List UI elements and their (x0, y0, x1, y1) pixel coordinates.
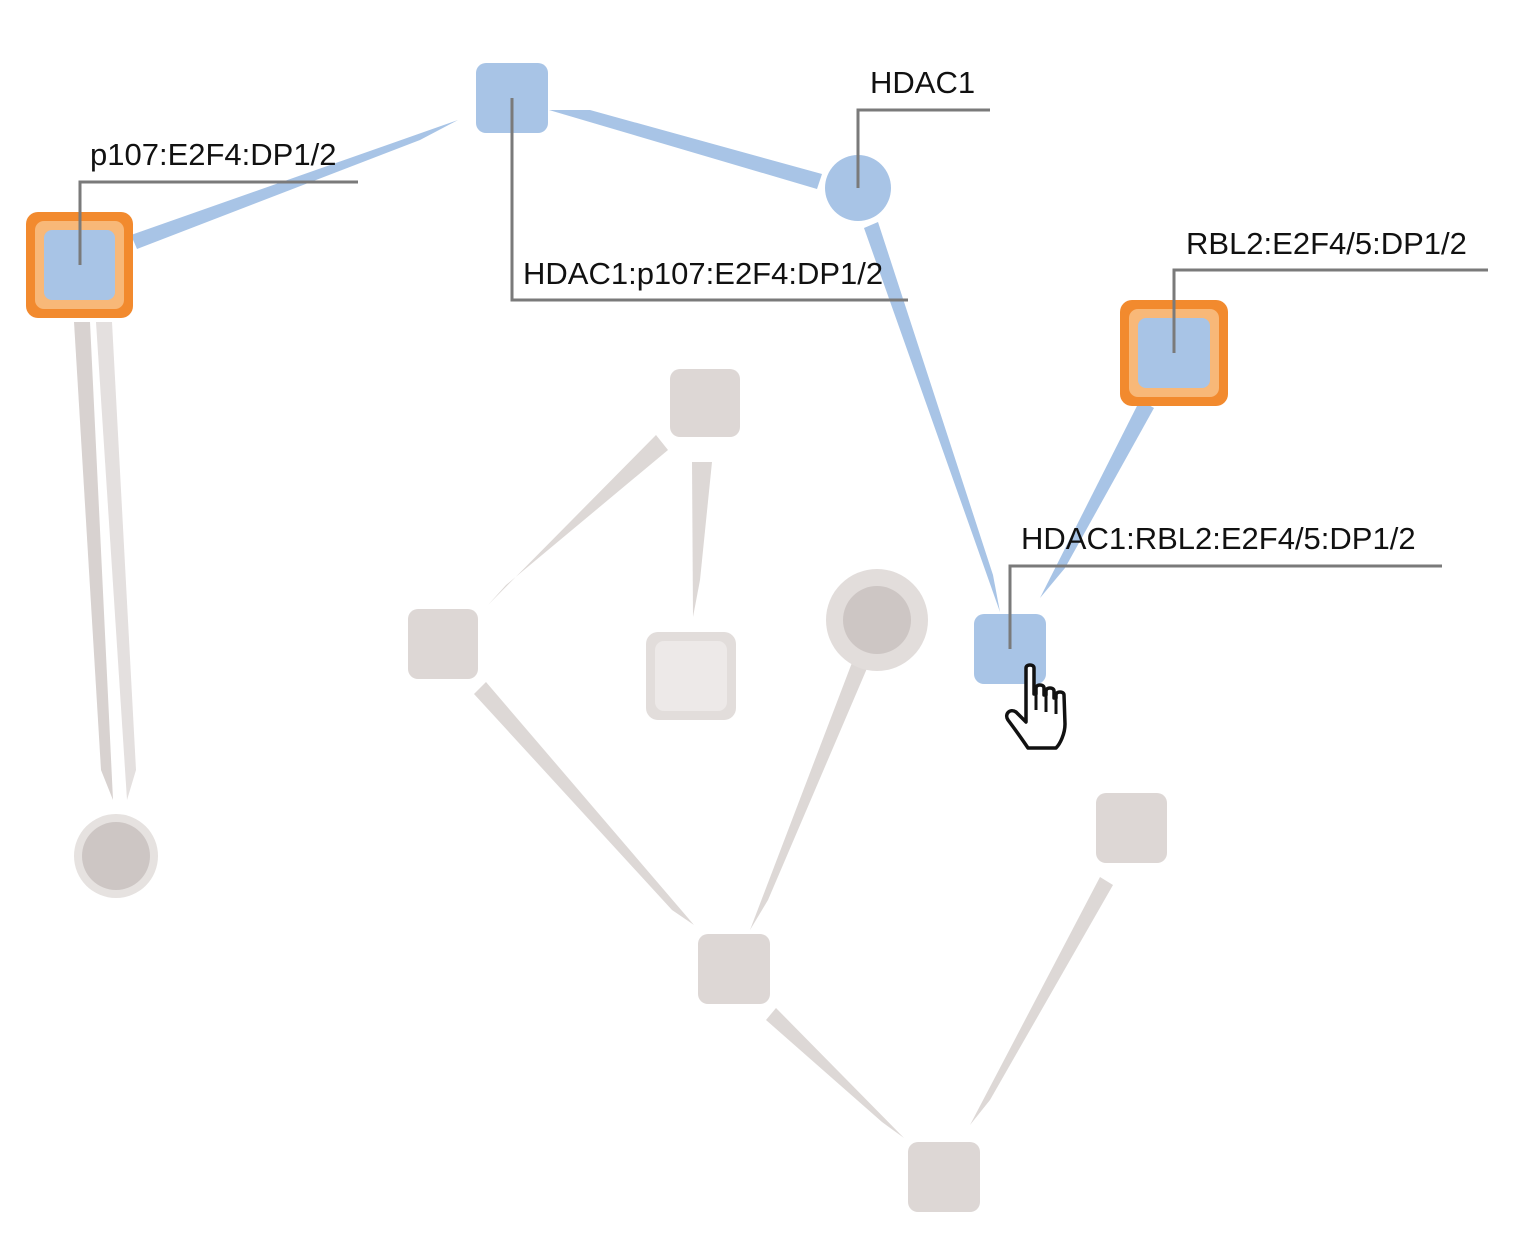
leader-hdac1 (856, 108, 990, 188)
grey-complex-node-left[interactable] (408, 609, 478, 679)
edge-grey-right-to-bottom (970, 877, 1113, 1125)
grey-complex-node-light[interactable] (646, 632, 736, 720)
grey-protein-node-circle-large[interactable] (826, 569, 928, 671)
edge-complex-to-hdac1 (549, 110, 822, 189)
edge-grey-middle-to-bottom (766, 1008, 904, 1138)
grey-complex-node-top[interactable] (670, 369, 740, 437)
grey-complex-node-right[interactable] (1096, 793, 1167, 863)
grey-protein-node-circle-left[interactable] (74, 814, 158, 898)
inactive-nodes (74, 369, 1167, 1212)
grey-complex-node-middle[interactable] (698, 934, 770, 1004)
node-labels: p107:E2F4:DP1/2 HDAC1 HDAC1:p107:E2F4:DP… (90, 65, 1467, 556)
leader-hdac1-rbl2-e2f4-5-dp1-2 (1008, 564, 1442, 649)
edge-rbl2-to-hdac1-rbl2 (1040, 400, 1154, 598)
label-rbl2-e2f4-5-dp1-2: RBL2:E2F4/5:DP1/2 (1186, 226, 1467, 261)
edge-p107-to-lower-circle-b (96, 322, 136, 800)
leader-rbl2-e2f4-5-dp1-2 (1172, 268, 1488, 353)
grey-complex-node-bottom[interactable] (908, 1142, 980, 1212)
label-hdac1-rbl2-e2f4-5-dp1-2: HDAC1:RBL2:E2F4/5:DP1/2 (1021, 521, 1416, 556)
leader-hdac1-p107-e2f4-dp1-2 (510, 98, 908, 302)
label-leaders (78, 98, 1488, 649)
label-hdac1-p107-e2f4-dp1-2: HDAC1:p107:E2F4:DP1/2 (523, 256, 883, 291)
edge-hdac1-to-hdac1-rbl2 (864, 222, 1000, 612)
edge-grey-circle-to-middle (750, 660, 868, 930)
label-hdac1: HDAC1 (870, 65, 975, 100)
inactive-edges (74, 322, 1113, 1138)
hand-pointer-icon (1004, 663, 1067, 750)
edge-grey-left-to-middle (474, 682, 694, 925)
label-p107-e2f4-dp1-2: p107:E2F4:DP1/2 (90, 137, 336, 172)
edge-p107-to-complex (131, 120, 458, 249)
edge-grey-top-to-left (488, 435, 668, 605)
leader-p107-e2f4-dp1-2 (78, 180, 358, 265)
edge-p107-to-lower-circle-a (74, 322, 113, 800)
active-edges (131, 110, 1154, 612)
edge-grey-top-to-light (692, 462, 712, 617)
